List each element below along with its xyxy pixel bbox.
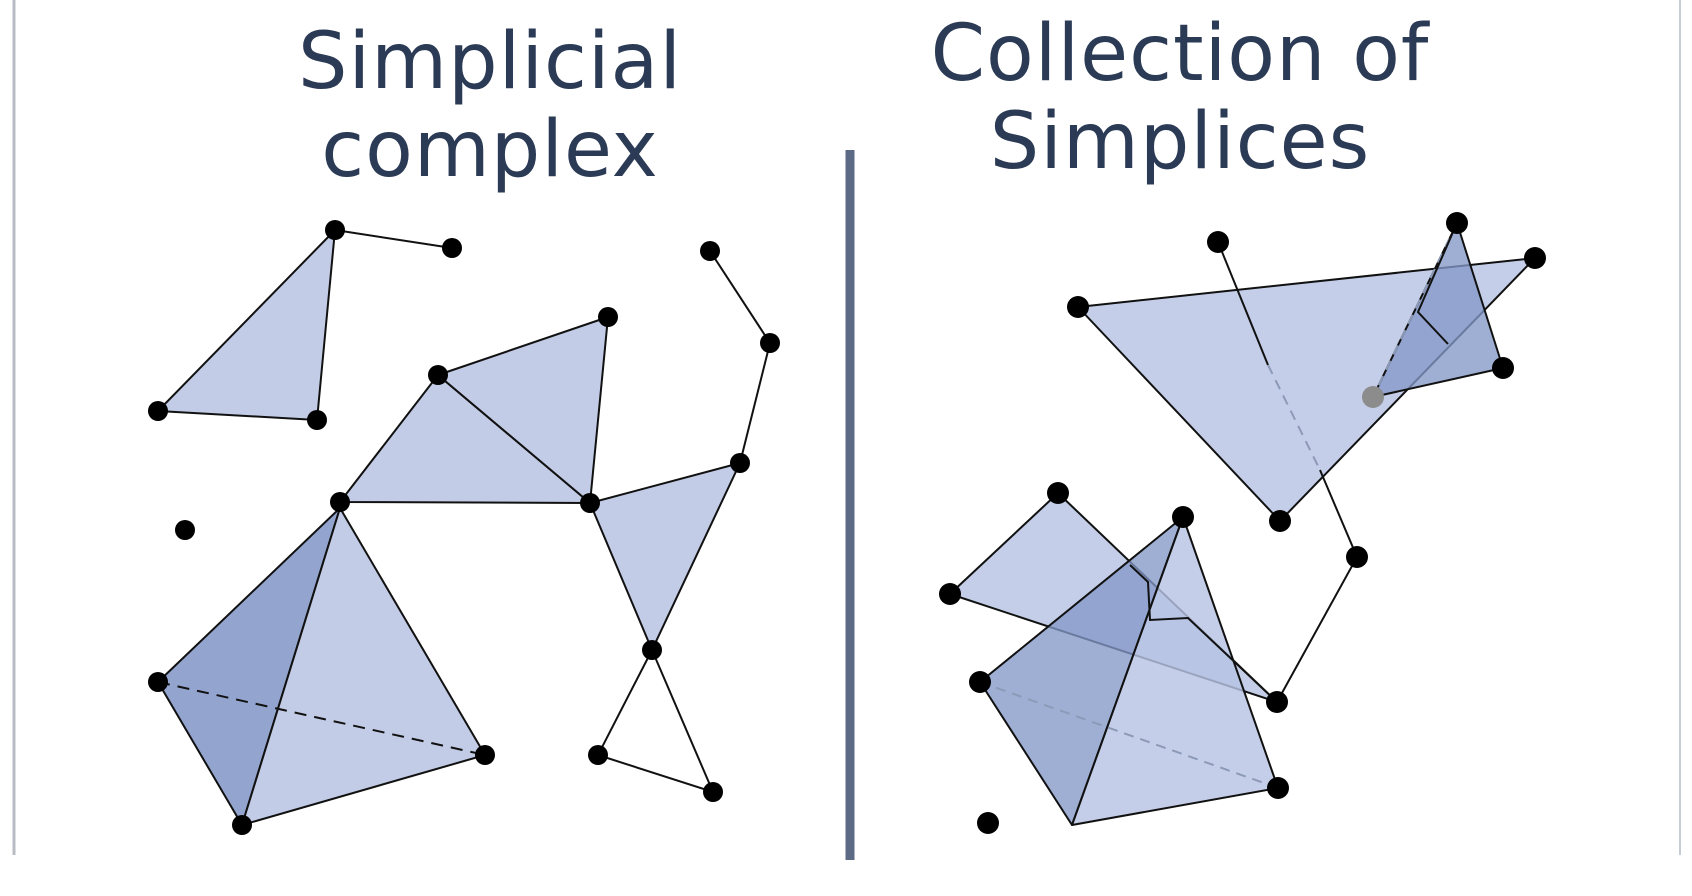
title-collection-of-simplices: Collection of Simplices [900, 10, 1460, 186]
triangle-right [589, 462, 741, 651]
vertex [1492, 357, 1514, 379]
vertex [1524, 247, 1546, 269]
vertex [580, 493, 600, 513]
crossing-edge-visible [1217, 241, 1269, 366]
vertex [730, 453, 750, 473]
vertex [475, 745, 495, 765]
hidden-edge-top-right [1372, 222, 1458, 398]
vertex [232, 815, 252, 835]
title-simplicial-complex: Simplicial complex [230, 18, 750, 194]
tetra-lower-front-face [1071, 516, 1279, 826]
vertex [1047, 482, 1069, 504]
vertex [330, 492, 350, 512]
edge-overlap-lower [1129, 564, 1278, 703]
vertex-hidden [1362, 386, 1384, 408]
vertex [700, 241, 720, 261]
vertex [588, 745, 608, 765]
triangle-middle-right [437, 316, 609, 504]
vertex [428, 365, 448, 385]
vertex [1067, 296, 1089, 318]
vertex [148, 672, 168, 692]
edge-top [334, 229, 453, 249]
title-right-line2: Simplices [989, 97, 1371, 187]
title-left-line2: complex [321, 105, 659, 195]
vertex [598, 307, 618, 327]
vertex [642, 640, 662, 660]
vertex [939, 583, 961, 605]
crossing-edge-hidden [1267, 364, 1321, 471]
tetrahedron-front-face [241, 507, 486, 826]
small-triangle-top-right [1372, 222, 1504, 398]
vertex [1267, 777, 1289, 799]
vertex [1446, 212, 1468, 234]
vertex [325, 220, 345, 240]
vertex [1172, 506, 1194, 528]
vertex [969, 671, 991, 693]
tetrahedron-hidden-edge [157, 681, 486, 756]
tetra-lower-hidden-edge [979, 681, 1279, 789]
vertex [1346, 546, 1368, 568]
vertex [1207, 231, 1229, 253]
edge-path-right [709, 250, 772, 464]
vertex [148, 401, 168, 421]
vertex [703, 782, 723, 802]
vertex [442, 238, 462, 258]
simplicial-complex-diagram [148, 220, 780, 835]
vertex [1266, 691, 1288, 713]
vertex [1269, 510, 1291, 532]
vertex [307, 410, 327, 430]
edge-triangle-outline [596, 649, 715, 794]
vertex [977, 812, 999, 834]
simplices-collection-diagram [939, 212, 1546, 834]
title-right-line1: Collection of [930, 9, 1430, 99]
vertex [175, 520, 195, 540]
title-left-line1: Simplicial [297, 17, 683, 107]
triangle-top-left [157, 229, 336, 421]
vertex [760, 333, 780, 353]
edge-overlap-top-right [1416, 222, 1458, 345]
